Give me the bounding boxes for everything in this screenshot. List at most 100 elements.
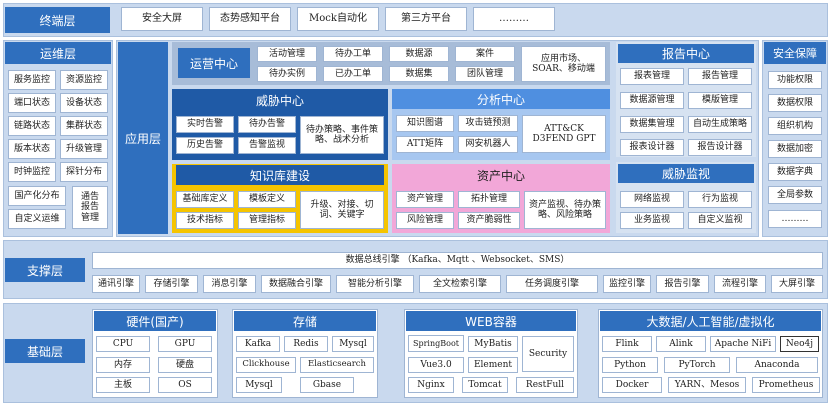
analysis-center-item: 知识图谱	[396, 115, 454, 132]
storage-item: Clickhouse	[236, 357, 296, 373]
terminal-item: 第三方平台	[385, 7, 467, 31]
storage-item: Kafka	[236, 336, 280, 352]
analysis-center-item: ATT矩阵	[396, 136, 454, 153]
ops-item: 资源监控	[60, 70, 108, 90]
storage-item: Mysql	[332, 336, 374, 352]
hardware-item: 内存	[96, 357, 150, 373]
web-item: Tomcat	[462, 377, 508, 393]
analysis-center-title: 分析中心	[392, 89, 610, 109]
ops-item: 端口状态	[8, 93, 56, 113]
ops-center-item: 待办工单	[323, 46, 383, 62]
web-item: Element	[468, 357, 518, 373]
report-center-item: 数据集管理	[620, 116, 684, 133]
terminal-layer-label: 终端层	[5, 7, 110, 33]
report-center-item: 报表设计器	[620, 139, 684, 156]
report-center-item: 报表管理	[620, 68, 684, 85]
terminal-item: Mock自动化	[297, 7, 379, 31]
support-engine: 消息引擎	[203, 275, 256, 293]
bigdata-item: PyTorch	[664, 357, 730, 373]
ops-center-item: 团队管理	[455, 66, 515, 82]
threat-watch-item: 业务监视	[620, 212, 684, 229]
security-item: ………	[768, 210, 822, 228]
asset-center-title: 资产中心	[476, 168, 525, 183]
support-engine: 数据融合引擎	[261, 275, 331, 293]
analysis-center-item: 网安机器人	[458, 136, 518, 153]
support-engine: 存储引擎	[145, 275, 198, 293]
analysis-center-item: 攻击链预测	[458, 115, 518, 132]
storage-item: Gbase	[300, 377, 354, 393]
terminal-item: 安全大屏	[121, 7, 203, 31]
security-title: 安全保障	[764, 42, 826, 64]
report-center-item: 报告设计器	[688, 139, 752, 156]
web-item: Security	[522, 336, 574, 372]
ops-center-item: 活动管理	[257, 46, 317, 62]
support-engine: 智能分析引擎	[336, 275, 414, 293]
analysis-center-side: ATT&CK D3FEND GPT	[522, 115, 606, 153]
ops-item: 通告报告管理	[72, 186, 108, 229]
support-layer-label: 支撑层	[5, 258, 85, 282]
hardware-title: 硬件(国产)	[94, 311, 216, 331]
security-item: 数据加密	[768, 140, 822, 158]
bigdata-item: Docker	[602, 377, 662, 393]
threat-watch-title: 威胁监视	[618, 164, 754, 183]
report-center-item: 自动生成策略	[688, 116, 752, 133]
ops-item: 集群状态	[60, 116, 108, 136]
asset-center-side: 资产监视、待办策略、风险策略	[524, 191, 606, 229]
ops-center-side: 应用市场、SOAR、移动端	[521, 46, 606, 82]
bigdata-item: Anaconda	[736, 357, 818, 373]
support-engine: 任务调度引擎	[506, 275, 598, 293]
ops-center-item: 已办工单	[323, 66, 383, 82]
support-engine: 监控引擎	[603, 275, 651, 293]
kb-side: 升级、对接、切词、关键字	[300, 191, 384, 229]
threat-center-title: 威胁中心	[255, 93, 304, 108]
bigdata-item: Alink	[656, 336, 706, 352]
ops-center-item: 数据集	[389, 66, 449, 82]
asset-center-item: 资产脆弱性	[458, 212, 520, 229]
threat-center-item: 告警监视	[238, 137, 296, 154]
ops-item: 服务监控	[8, 70, 56, 90]
web-title: WEB容器	[406, 311, 576, 331]
storage-item: Mysql	[236, 377, 282, 393]
support-engine: 流程引擎	[714, 275, 766, 293]
security-layer	[762, 40, 828, 237]
support-engine: 报告引擎	[656, 275, 709, 293]
security-item: 功能权限	[768, 71, 822, 89]
ops-center-item: 待办实例	[257, 66, 317, 82]
ops-item: 设备状态	[60, 93, 108, 113]
threat-watch-item: 网络监视	[620, 191, 684, 208]
terminal-item: ………	[473, 7, 555, 31]
threat-center-item: 待办告警	[238, 116, 296, 133]
support-engine: 全文检索引擎	[419, 275, 501, 293]
report-center-item: 数据源管理	[620, 92, 684, 109]
threat-center-item: 实时告警	[176, 116, 234, 133]
storage-title: 存储	[234, 311, 376, 331]
hardware-item: OS	[158, 377, 212, 393]
ops-item: 自定义运维	[8, 209, 66, 229]
bigdata-item: Prometheus	[752, 377, 820, 393]
terminal-item: 态势感知平台	[209, 7, 291, 31]
security-item: 组织机构	[768, 117, 822, 135]
web-item: Nginx	[408, 377, 454, 393]
web-item: SpringBoot	[408, 335, 464, 352]
kb-item: 基础库定义	[176, 191, 234, 208]
data-bus-engine: 数据总线引擎 （Kafka、Mqtt 、Websocket、SMS）	[92, 252, 823, 269]
hardware-item: 主板	[96, 377, 150, 393]
ops-item: 时钟监控	[8, 162, 56, 182]
ops-item: 链路状态	[8, 116, 56, 136]
threat-watch-item: 行为监视	[688, 191, 752, 208]
hardware-item: CPU	[96, 336, 150, 352]
threat-center-item: 历史告警	[176, 137, 234, 154]
ops-item: 国产化分布	[8, 186, 66, 206]
report-center-item: 报告管理	[688, 68, 752, 85]
threat-watch-item: 自定义监视	[688, 212, 752, 229]
ops-center-title: 运营中心	[178, 48, 250, 78]
bigdata-item: Flink	[602, 336, 652, 352]
storage-item: Elasticsearch	[300, 357, 374, 373]
kb-title: 知识库建设	[176, 165, 384, 185]
support-engine: 大屏引擎	[771, 275, 823, 293]
support-engine: 通讯引擎	[92, 275, 140, 293]
ops-item: 版本状态	[8, 139, 56, 159]
threat-center-side: 待办策略、事件策略、战术分析	[300, 116, 384, 154]
web-item: Vue3.0	[408, 357, 464, 373]
hardware-item: 硬盘	[158, 357, 212, 373]
